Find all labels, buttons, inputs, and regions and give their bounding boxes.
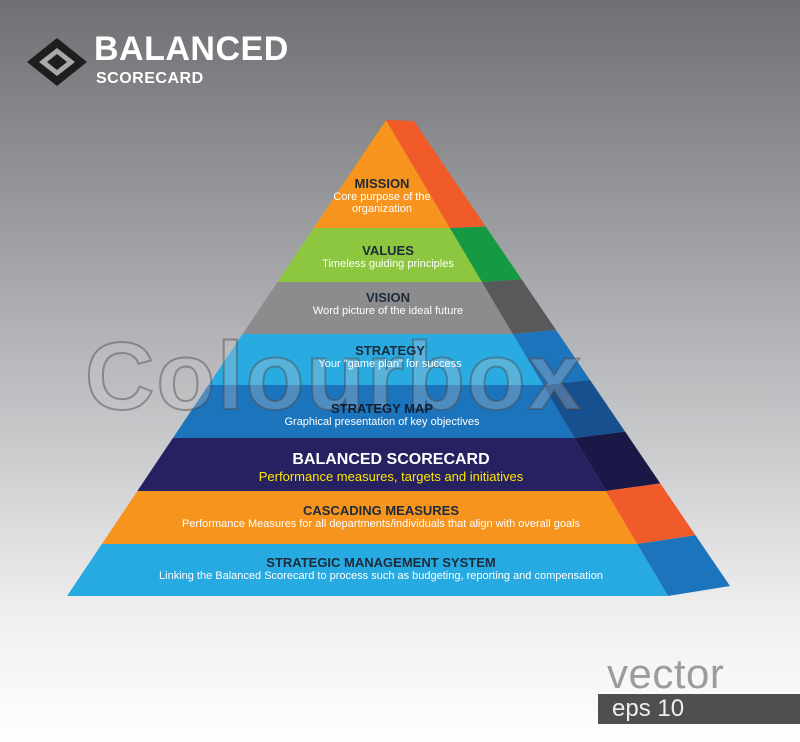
- level-title: STRATEGIC MANAGEMENT SYSTEM: [266, 555, 496, 570]
- pyramid-level-2-band: [277, 228, 482, 282]
- level-strategy-label: STRATEGY Your "game plan" for success: [90, 343, 690, 370]
- pyramid-level-6-band: [137, 438, 606, 491]
- pyramid-level-4-band: [208, 334, 543, 385]
- level-description: Performance Measures for all departments…: [181, 518, 581, 530]
- pyramid-level-3-side: [481, 279, 557, 334]
- pyramid-level-8-band: [67, 544, 668, 596]
- level-description: Word picture of the ideal future: [312, 305, 464, 317]
- level-strategic-management-system-label: STRATEGIC MANAGEMENT SYSTEM Linking the …: [81, 555, 681, 582]
- level-description: Performance measures, targets and initia…: [258, 469, 524, 484]
- pyramid-level-1-band: [313, 120, 450, 228]
- level-title: STRATEGY: [355, 343, 425, 358]
- pyramid-level-2-side: [449, 226, 522, 282]
- pyramid-level-3-band: [242, 282, 513, 334]
- level-vision-label: VISION Word picture of the ideal future: [88, 290, 688, 317]
- level-values-label: VALUES Timeless guiding principles: [88, 243, 688, 270]
- level-strategy-map-label: STRATEGY MAP Graphical presentation of k…: [82, 401, 682, 428]
- level-cascading-measures-label: CASCADING MEASURES Performance Measures …: [81, 503, 681, 530]
- eps-label: eps 10: [612, 695, 685, 722]
- level-title: VALUES: [362, 243, 414, 258]
- level-description: Graphical presentation of key objectives: [284, 416, 480, 428]
- level-title: VISION: [365, 290, 411, 305]
- level-description: Core purpose of the organization: [333, 191, 431, 215]
- pyramid-level-8-side: [637, 535, 730, 596]
- brand-subtitle: SCORECARD: [96, 70, 204, 87]
- pyramid-level-6-side: [574, 431, 661, 491]
- pyramid-level-1-side: [386, 120, 486, 228]
- level-title: STRATEGY MAP: [330, 401, 434, 416]
- level-title: BALANCED SCORECARD: [292, 451, 490, 468]
- eps-band: [598, 694, 800, 724]
- level-title: CASCADING MEASURES: [302, 503, 459, 518]
- vector-label: vector: [607, 650, 725, 697]
- pyramid-level-5-band: [172, 385, 575, 438]
- pyramid-level-7-band: [101, 491, 638, 544]
- pyramid-level-4-side: [512, 330, 590, 385]
- level-description: Linking the Balanced Scorecard to proces…: [159, 570, 603, 582]
- level-title: MISSION: [354, 176, 410, 191]
- pyramid-level-5-side: [542, 379, 626, 438]
- diamond-logo-icon: [27, 38, 87, 86]
- level-balanced-scorecard-label: BALANCED SCORECARD Performance measures,…: [91, 450, 691, 485]
- level-mission-label: MISSION Core purpose of the organization: [82, 176, 682, 215]
- level-description: Your "game plan" for success: [318, 358, 462, 370]
- level-description: Timeless guiding principles: [322, 258, 454, 270]
- pyramid-level-7-side: [605, 483, 696, 544]
- brand-title: BALANCED: [94, 30, 289, 68]
